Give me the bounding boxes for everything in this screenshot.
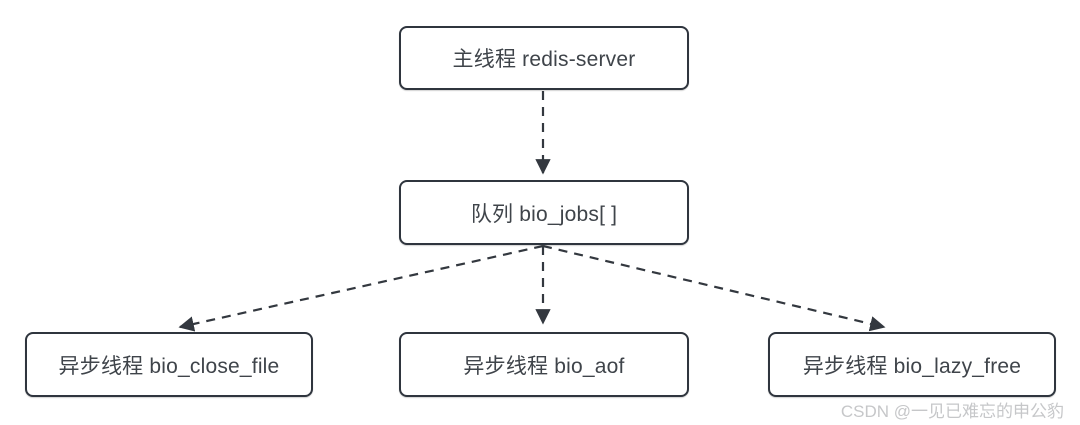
node-main-thread-label: 主线程 redis-server: [452, 48, 636, 71]
arrow-queue-to-close-file: [178, 244, 544, 332]
node-bio-close-file: 异步线程 bio_close_file: [25, 332, 313, 397]
node-main-thread: 主线程 redis-server: [399, 26, 689, 90]
node-bio-aof-label: 异步线程 bio_aof: [463, 354, 625, 378]
node-bio-lazy-free: 异步线程 bio_lazy_free: [768, 332, 1056, 397]
node-bio-jobs-queue-label: 队列 bio_jobs[ ]: [470, 202, 618, 226]
arrow-queue-to-lazy-free: [542, 244, 886, 332]
csdn-watermark: CSDN @一见已难忘的申公豹: [840, 402, 1064, 421]
node-bio-close-file-label: 异步线程 bio_close_file: [58, 354, 280, 378]
node-bio-aof: 异步线程 bio_aof: [399, 332, 689, 397]
node-bio-lazy-free-label: 异步线程 bio_lazy_free: [802, 354, 1022, 378]
node-bio-jobs-queue: 队列 bio_jobs[ ]: [399, 180, 689, 245]
